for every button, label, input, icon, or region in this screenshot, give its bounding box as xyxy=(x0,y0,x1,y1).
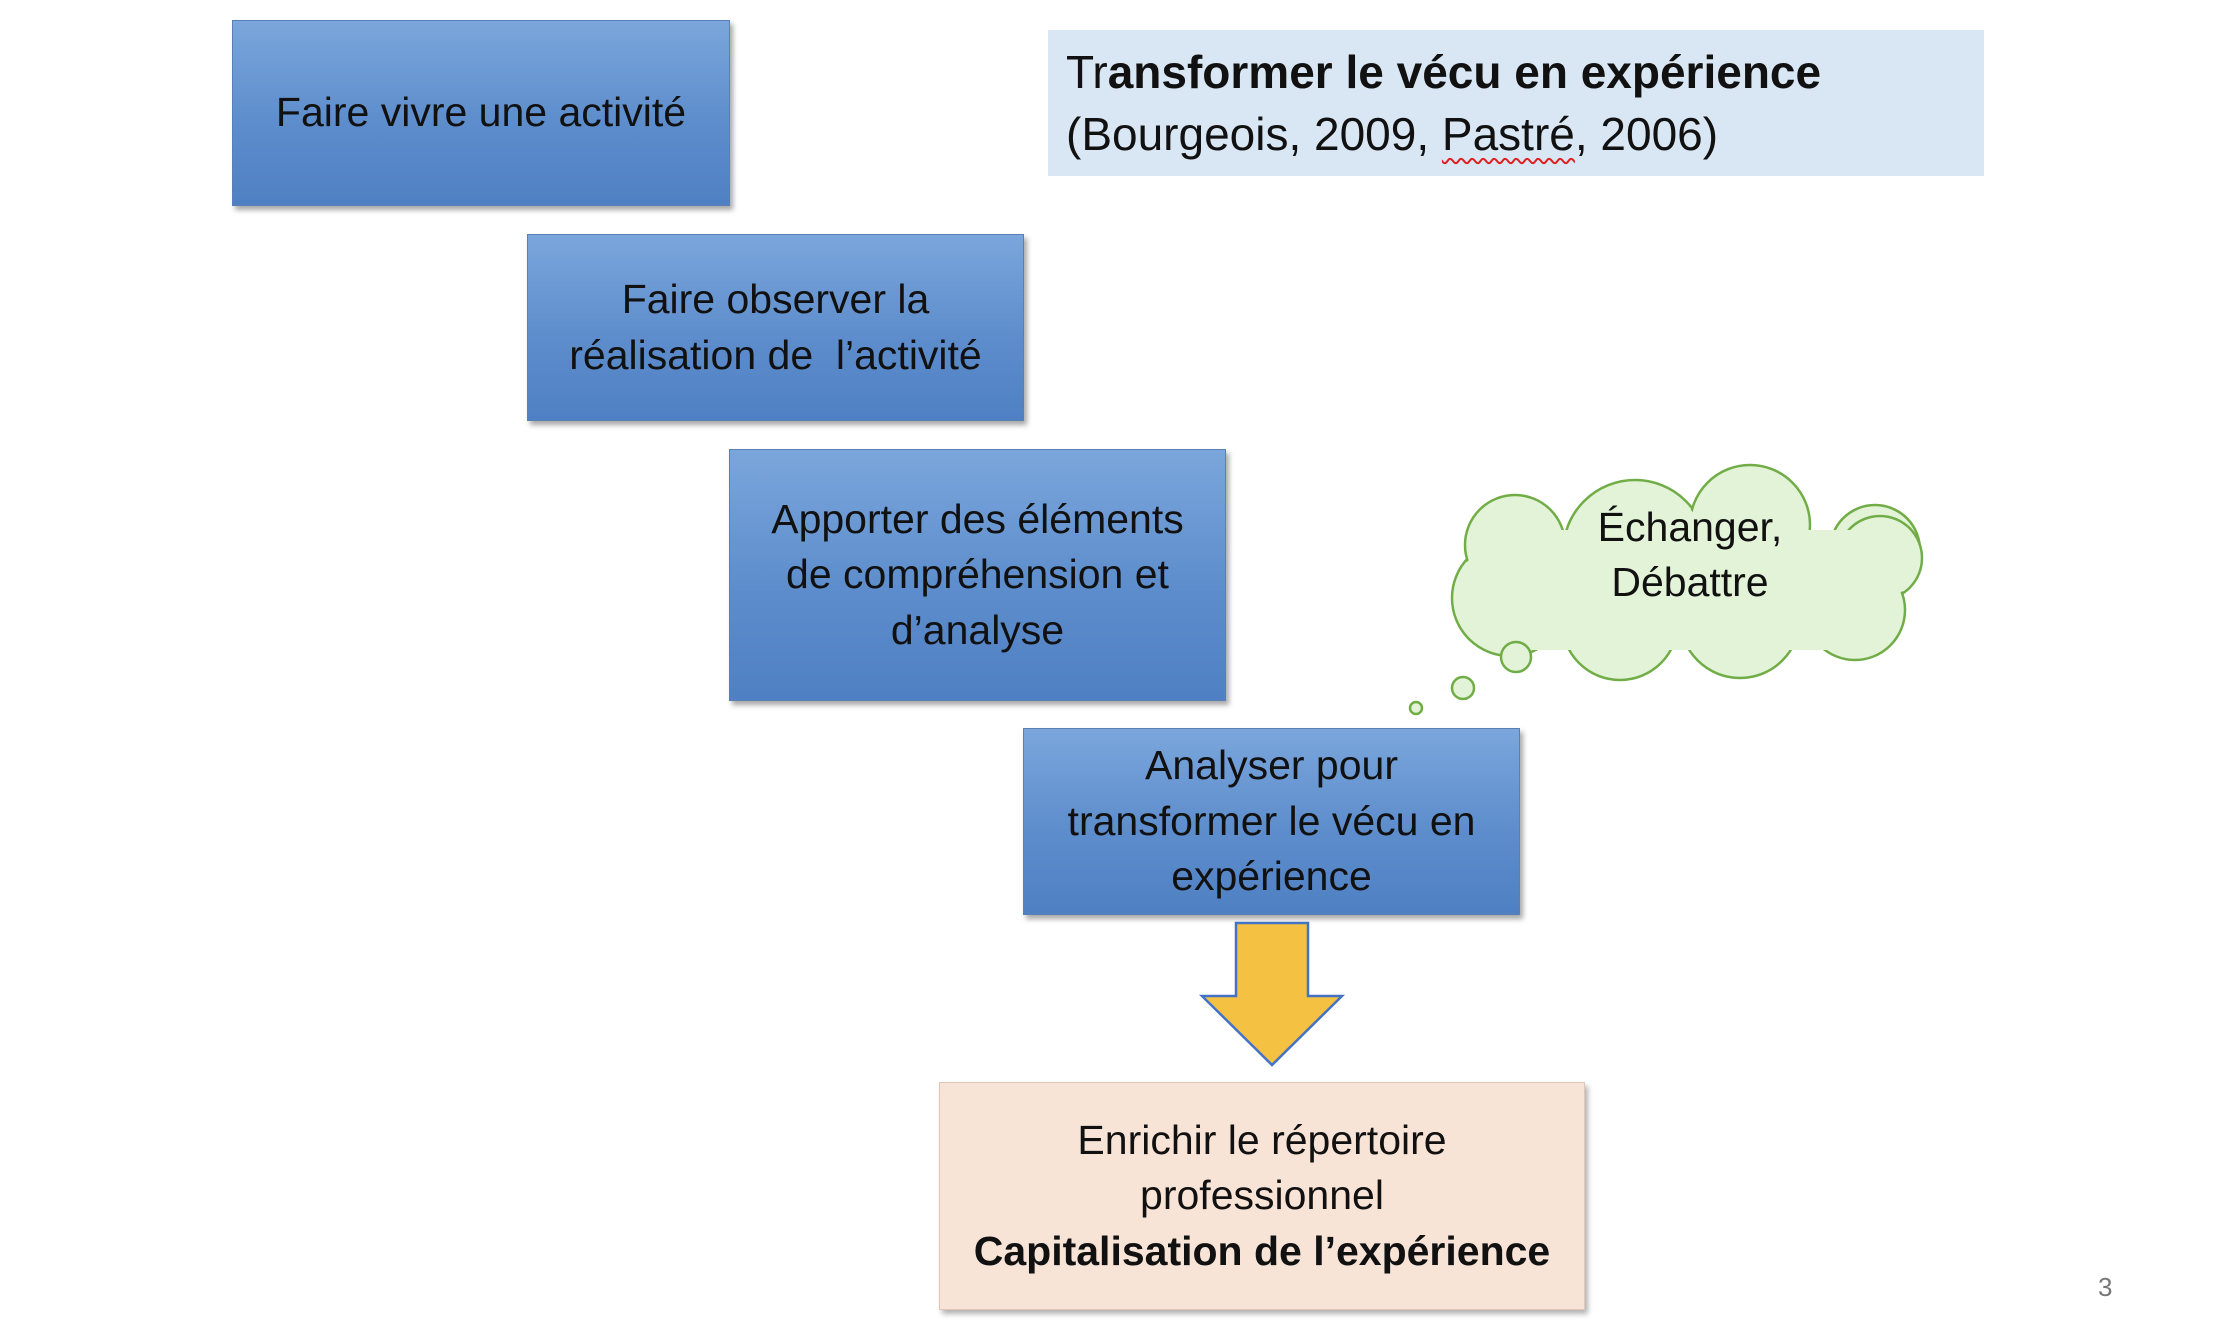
step-box-2: Faire observer la réalisation de l’activ… xyxy=(527,234,1024,421)
step-2-line-1: Faire observer la xyxy=(621,276,930,323)
title-line-1: Transformer le vécu en expérience xyxy=(1066,46,1822,98)
step-1-line: Faire vivre une activité xyxy=(275,89,687,136)
step-box-1: Faire vivre une activité xyxy=(232,20,730,206)
step-4-line-1: Analyser pour xyxy=(1145,742,1398,789)
thought-dot-large xyxy=(1499,640,1533,674)
step-3-line-3: d’analyse xyxy=(890,606,1065,653)
result-line-3: Capitalisation de l’expérience xyxy=(973,1227,1551,1274)
thought-dot-small xyxy=(1408,700,1424,716)
step-3-line-1: Apporter des éléments xyxy=(771,495,1184,542)
thought-dot-medium xyxy=(1450,675,1476,701)
title-line-2: (Bourgeois, 2009, Pastré, 2006) xyxy=(1066,107,1719,160)
step-4-line-2: transformer le vécu en xyxy=(1067,797,1476,844)
step-box-3: Apporter des éléments de compréhension e… xyxy=(729,449,1226,701)
step-4-line-3: expérience xyxy=(1171,853,1372,900)
step-3-line-2: de compréhension et xyxy=(786,551,1169,598)
result-line-1: Enrichir le répertoire xyxy=(1077,1116,1447,1163)
thought-line-2: Débattre xyxy=(1611,559,1769,606)
step-box-4: Analyser pour transformer le vécu en exp… xyxy=(1023,728,1520,915)
down-arrow-icon xyxy=(1198,921,1346,1067)
title-box: Transformer le vécu en expérience (Bourg… xyxy=(1048,30,1984,176)
thought-line-1: Échanger, xyxy=(1597,504,1783,550)
step-2-line-2: réalisation de l’activité xyxy=(569,331,982,378)
spellcheck-underlined-word: Pastré xyxy=(1441,107,1575,160)
thought-bubble-dots xyxy=(1408,640,1533,716)
thought-bubble-text: Échanger, Débattre xyxy=(1530,500,1850,611)
page-number: 3 xyxy=(2098,1272,2113,1302)
result-line-2: professionnel xyxy=(1140,1172,1384,1219)
result-box: Enrichir le répertoire professionnel Cap… xyxy=(939,1082,1585,1310)
thought-cloud xyxy=(1450,463,1924,682)
